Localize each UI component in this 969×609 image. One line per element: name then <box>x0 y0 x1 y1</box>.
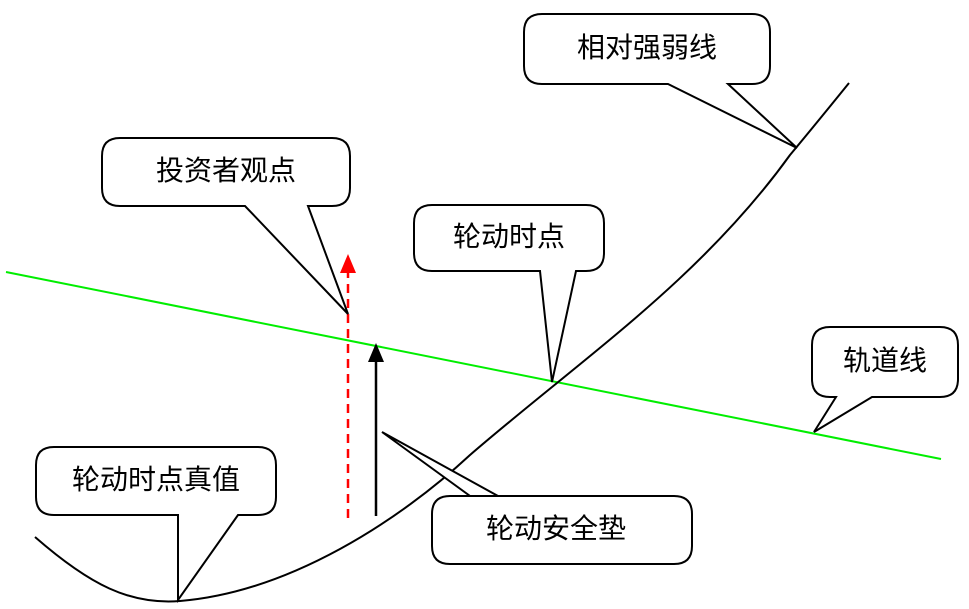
callout-relative-strength: 相对强弱线 <box>523 13 798 149</box>
track-line <box>5 271 942 460</box>
callout-rotation-cushion-label: 轮动安全垫 <box>486 512 626 545</box>
relative-strength-curve <box>34 82 850 603</box>
callout-track-line-label: 轨道线 <box>843 344 927 377</box>
callout-rotation-true-value-label: 轮动时点真值 <box>72 463 240 496</box>
cushion-arrowhead <box>368 343 384 362</box>
callout-rotation-true-value: 轮动时点真值 <box>35 446 277 604</box>
callout-rotation-cushion: 轮动安全垫 <box>381 431 693 565</box>
callout-investor-view: 投资者观点 <box>101 137 351 315</box>
callout-track-line: 轨道线 <box>811 326 959 433</box>
callout-rotation-point-label: 轮动时点 <box>453 220 565 253</box>
callout-relative-strength-label: 相对强弱线 <box>577 31 717 64</box>
callout-investor-view-label: 投资者观点 <box>156 154 296 187</box>
callout-rotation-point: 轮动时点 <box>413 204 605 383</box>
investor-view-arrowhead <box>340 254 356 273</box>
